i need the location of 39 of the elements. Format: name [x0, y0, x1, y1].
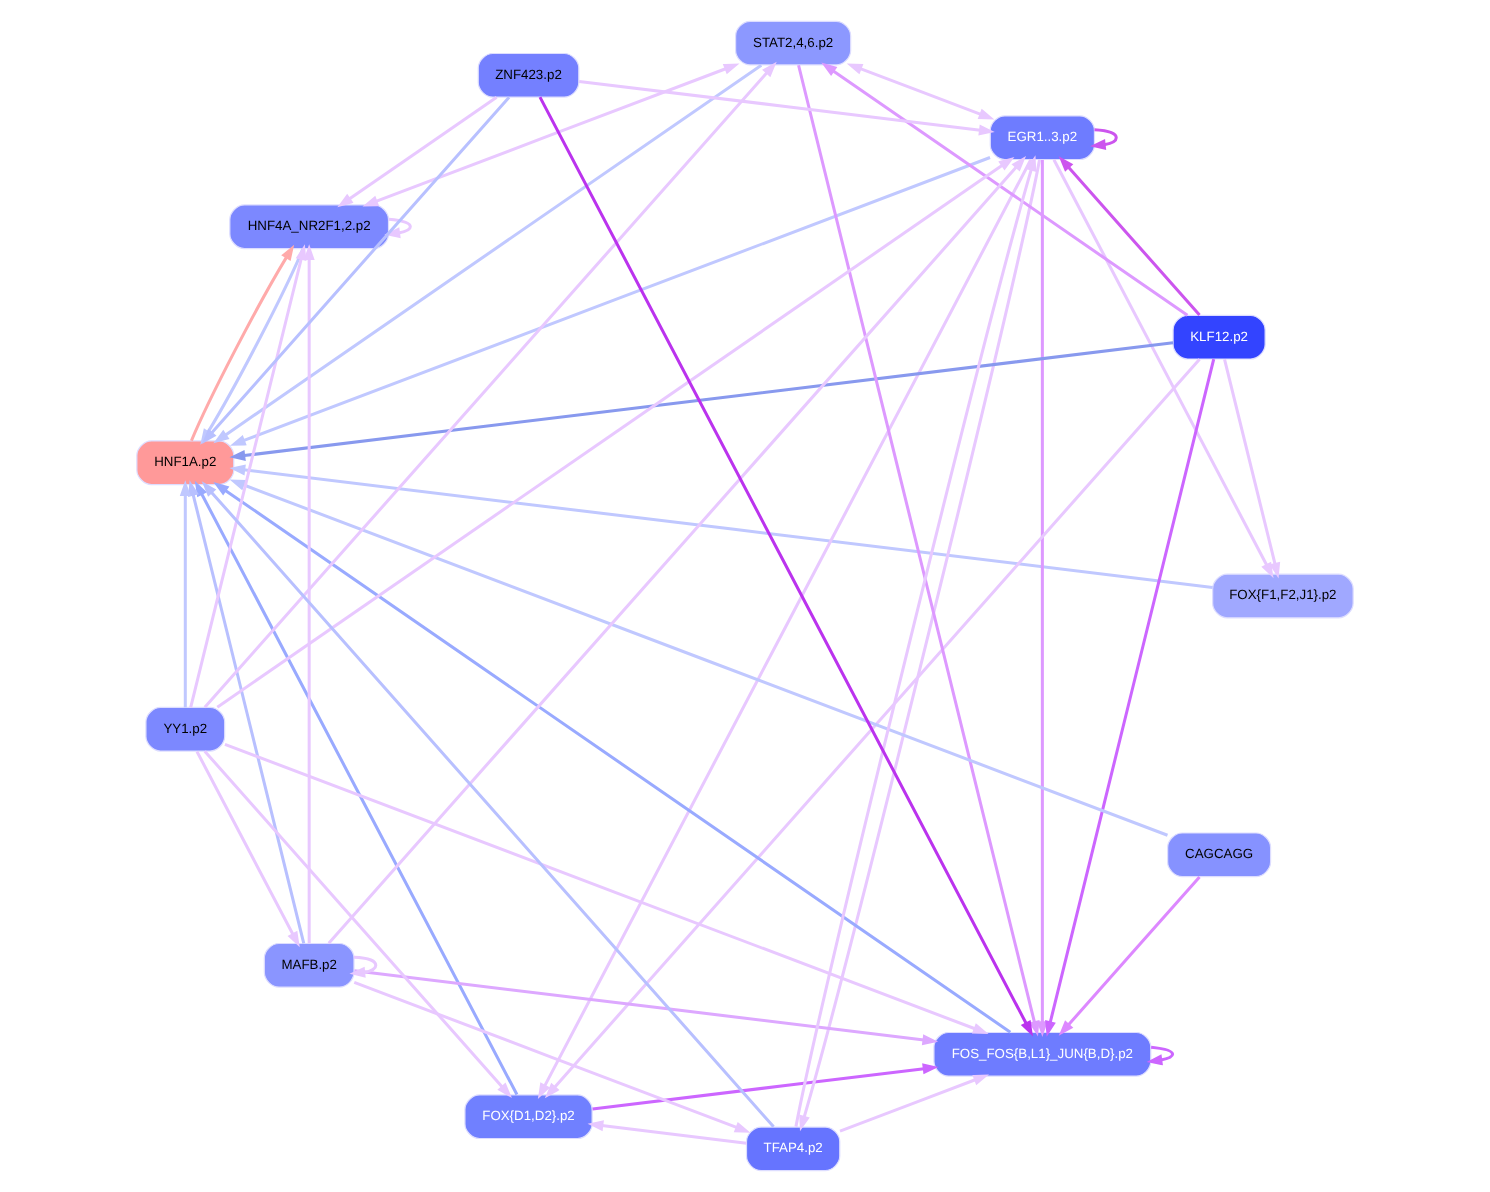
arrow	[354, 969, 939, 1046]
arrow	[846, 63, 995, 120]
arrow	[194, 480, 519, 1096]
arrow	[1146, 1045, 1175, 1066]
arrow	[203, 61, 777, 709]
arrow	[592, 1063, 939, 1111]
arrow	[349, 955, 378, 978]
arrow	[188, 480, 306, 944]
arrow	[189, 244, 307, 708]
arrow	[179, 480, 191, 708]
arrow	[203, 750, 512, 1098]
arrow	[303, 244, 315, 944]
arrow	[1058, 875, 1201, 1036]
arrow	[821, 62, 1189, 317]
arrow	[213, 63, 763, 444]
arrow	[229, 479, 1169, 837]
arrow	[797, 64, 1040, 1037]
arrow	[384, 217, 412, 239]
arrow	[229, 464, 1213, 589]
arrow	[1223, 358, 1281, 579]
arrow	[1036, 159, 1048, 1037]
arrow	[839, 1074, 990, 1133]
arrow	[1058, 156, 1201, 317]
arrow	[1052, 159, 1274, 579]
arrow	[229, 341, 1174, 461]
arrow	[224, 742, 989, 1034]
arrow	[587, 1120, 747, 1145]
arrow	[195, 750, 300, 948]
arrow	[327, 156, 1027, 945]
arrow	[201, 481, 775, 1128]
arrow	[1045, 358, 1216, 1037]
arrow	[1089, 128, 1118, 151]
arrow	[213, 482, 1012, 1034]
arrow	[579, 79, 995, 136]
arrow	[362, 63, 740, 207]
arrow	[216, 157, 1015, 709]
arrow	[337, 96, 498, 208]
arrow	[353, 981, 751, 1133]
arrow	[544, 358, 1201, 1099]
